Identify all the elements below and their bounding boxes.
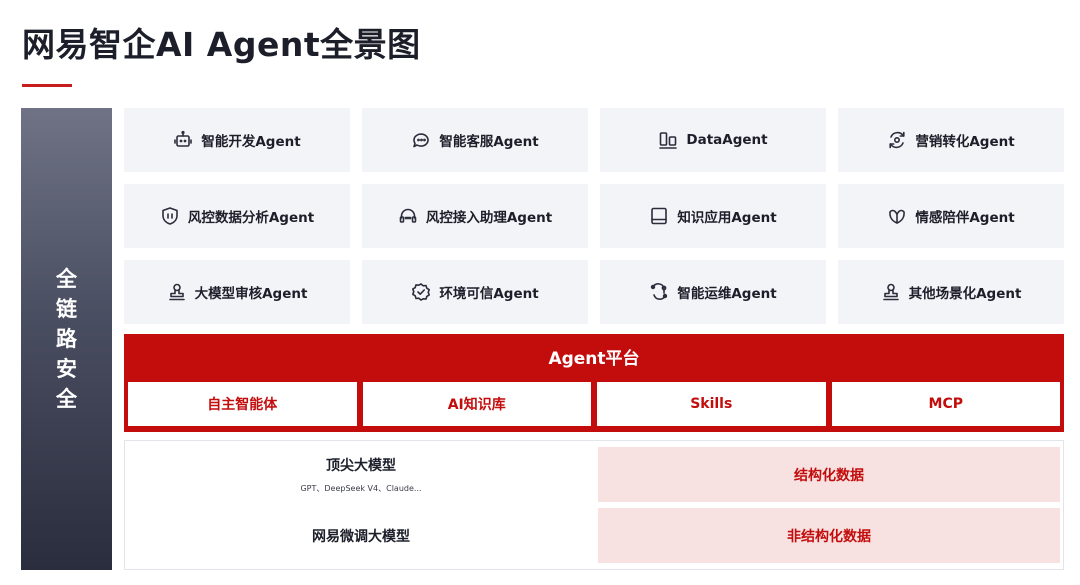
agent-label: 风控接入助理Agent [425, 210, 553, 226]
unstructured-data-label: 非结构化数据 [787, 528, 871, 545]
refresh-target-icon [887, 130, 907, 150]
agent-label: 智能客服Agent [439, 134, 539, 150]
platform-item-skills[interactable]: Skills [597, 382, 826, 426]
agent-card-service[interactable]: 智能客服Agent [362, 108, 588, 172]
unstructured-data-cell[interactable]: 非结构化数据 [598, 508, 1060, 563]
robot-icon [173, 130, 193, 150]
agent-card-env-trust[interactable]: 环境可信Agent [362, 260, 588, 324]
agent-card-model-audit[interactable]: 大模型审核Agent [124, 260, 350, 324]
maintenance-icon [649, 282, 669, 302]
agent-label: 环境可信Agent [439, 286, 539, 302]
tuned-model-label: 网易微调大模型 [312, 528, 410, 545]
agent-card-risk-access[interactable]: 风控接入助理Agent [362, 184, 588, 248]
agent-platform: Agent平台 自主智能体 AI知识库 Skills MCP [124, 334, 1064, 432]
verified-badge-icon [411, 282, 431, 302]
platform-item-mcp[interactable]: MCP [831, 382, 1060, 426]
agent-label: 智能开发Agent [201, 134, 301, 150]
structured-data-label: 结构化数据 [794, 467, 864, 484]
agent-label: 智能运维Agent [677, 286, 777, 302]
platform-title: Agent平台 [548, 349, 640, 369]
agent-label: 大模型审核Agent [194, 286, 308, 302]
book-icon [649, 206, 669, 226]
shield-icon [160, 206, 180, 226]
agent-card-risk-analysis[interactable]: 风控数据分析Agent [124, 184, 350, 248]
agent-label: 营销转化Agent [915, 134, 1015, 150]
agent-label: DataAgent [686, 132, 768, 148]
structured-data-cell[interactable]: 结构化数据 [598, 447, 1060, 502]
heart-leaf-icon [887, 206, 907, 226]
chat-bubble-icon [411, 130, 431, 150]
agent-card-data[interactable]: DataAgent [600, 108, 826, 172]
headset-icon [398, 206, 418, 226]
tuned-model-cell[interactable]: 网易微调大模型 [130, 508, 592, 563]
platform-item-knowledge-base[interactable]: AI知识库 [362, 382, 591, 426]
agent-label: 其他场景化Agent [908, 286, 1022, 302]
agent-card-companion[interactable]: 情感陪伴Agent [838, 184, 1064, 248]
foundation-layer: 顶尖大模型 GPT、DeepSeek V4、Claude... 结构化数据 网易… [124, 440, 1064, 570]
agent-card-other[interactable]: 其他场景化Agent [838, 260, 1064, 324]
title-underline [22, 84, 72, 87]
top-model-cell[interactable]: 顶尖大模型 GPT、DeepSeek V4、Claude... [130, 447, 592, 502]
agent-grid: 智能开发Agent 智能客服Agent DataAgent 营销转化Agent … [124, 108, 1064, 324]
stamp-icon [167, 282, 187, 302]
top-model-label: 顶尖大模型 [326, 458, 396, 474]
agent-label: 知识应用Agent [677, 210, 777, 226]
agent-label: 情感陪伴Agent [915, 210, 1015, 226]
agent-card-knowledge[interactable]: 知识应用Agent [600, 184, 826, 248]
agent-card-ops[interactable]: 智能运维Agent [600, 260, 826, 324]
platform-item-autonomous-agent[interactable]: 自主智能体 [128, 382, 357, 426]
top-model-examples: GPT、DeepSeek V4、Claude... [300, 484, 422, 493]
platform-items: 自主智能体 AI知识库 Skills MCP [128, 382, 1060, 426]
stamp-icon [881, 282, 901, 302]
page-title: 网易智企AI Agent全景图 [22, 25, 421, 64]
data-blocks-icon [658, 130, 678, 150]
agent-label: 风控数据分析Agent [187, 210, 315, 226]
security-side-bar: 全链路安全 [21, 108, 112, 570]
side-label: 全链路安全 [56, 267, 77, 411]
agent-card-marketing[interactable]: 营销转化Agent [838, 108, 1064, 172]
agent-card-dev[interactable]: 智能开发Agent [124, 108, 350, 172]
